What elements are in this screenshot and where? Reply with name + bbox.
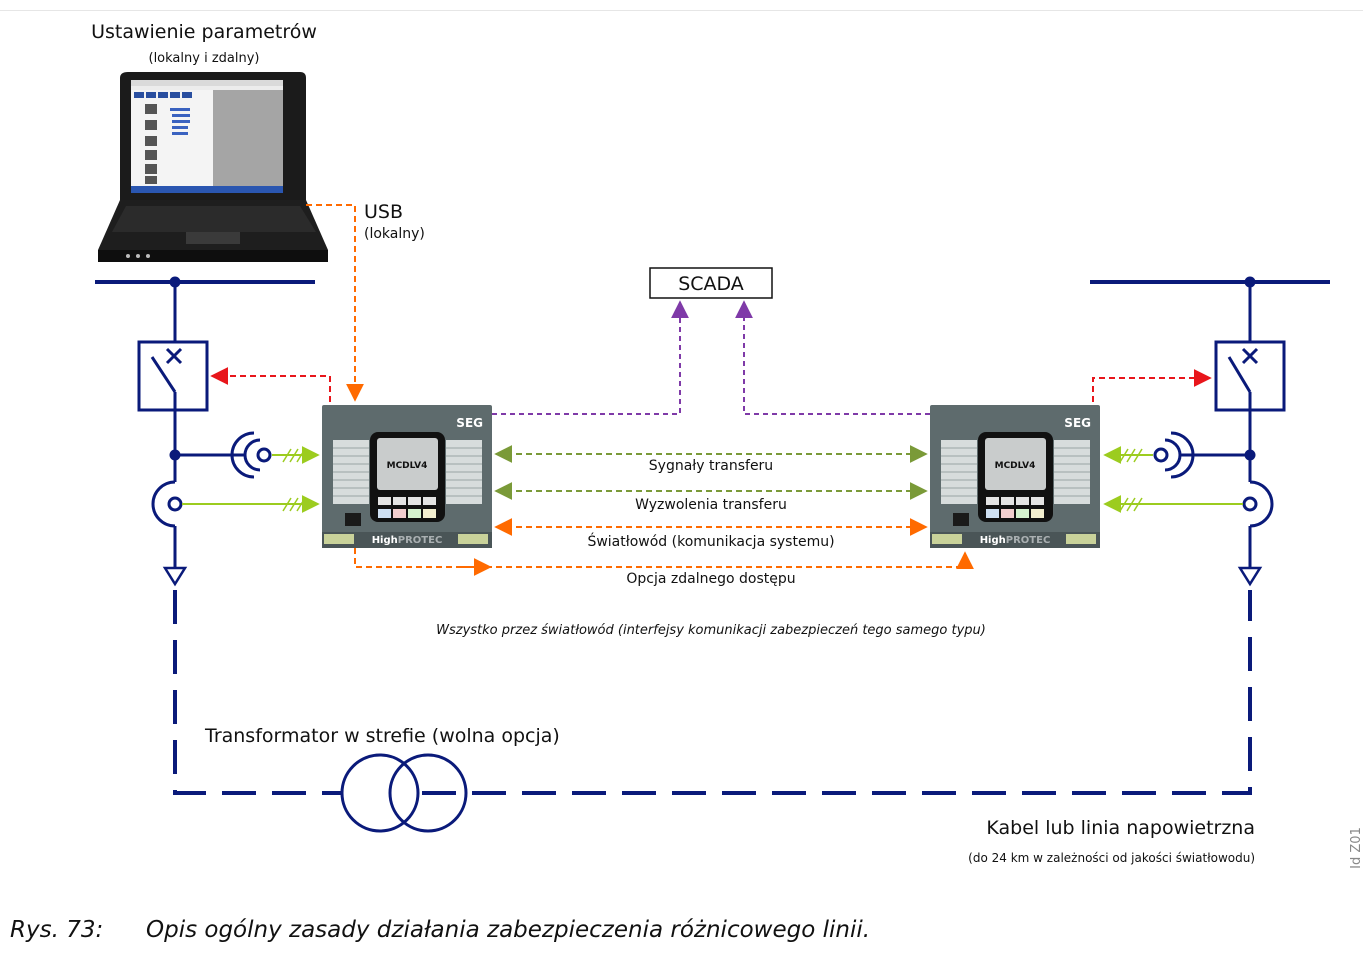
- relay-left: HighPROTEC SEG MCDLV4: [322, 405, 492, 548]
- relay-left-brand: SEG: [456, 416, 483, 430]
- laptop-title: Ustawienie parametrów: [91, 21, 317, 43]
- protected-line: [173, 590, 1252, 795]
- fiber-label: Światłowód (komunikacja systemu): [587, 532, 834, 550]
- right-trip-link: [1092, 369, 1212, 402]
- relay-right-model: MCDLV4: [995, 461, 1036, 471]
- left-current-transformer-icon: [151, 455, 183, 568]
- remote-access-link: [354, 548, 974, 570]
- cable-sublabel: (do 24 km w zależności od jakości światł…: [968, 851, 1255, 865]
- right-ground-icon: [1237, 566, 1263, 587]
- relay-left-series: HighPROTEC: [372, 535, 443, 546]
- scada-box: SCADA: [649, 267, 773, 299]
- right-breaker: [1214, 340, 1286, 412]
- relay-right: HighPROTEC SEG MCDLV4: [930, 405, 1100, 548]
- usb-sublabel: (lokalny): [364, 226, 425, 242]
- left-breaker: [137, 340, 209, 412]
- left-voltage-transformer-icon: [230, 431, 272, 479]
- relay-right-brand: SEG: [1064, 416, 1091, 430]
- transformer-icon: [340, 753, 468, 833]
- scada-link-right: [735, 300, 930, 415]
- left-trip-link: [210, 367, 331, 402]
- remote-access-label: Opcja zdalnego dostępu: [626, 571, 795, 587]
- laptop-subtitle: (lokalny i zdalny): [149, 51, 260, 66]
- relay-right-series: HighPROTEC: [980, 535, 1051, 546]
- fiber-note: Wszystko przez światłowód (interfejsy ko…: [436, 623, 986, 638]
- laptop-icon: [98, 72, 328, 262]
- scada-link-left: [492, 300, 689, 415]
- relay-left-model: MCDLV4: [387, 461, 428, 471]
- scada-label: SCADA: [678, 273, 744, 295]
- laptop: Ustawienie parametrów (lokalny i zdalny): [91, 21, 328, 262]
- left-busbar-section: [95, 276, 315, 587]
- caption-text: Opis ogólny zasady działania zabezpiecze…: [146, 917, 870, 943]
- caption-number: Rys. 73:: [10, 917, 103, 943]
- cable-label: Kabel lub linia napowietrzna: [986, 817, 1255, 839]
- right-busbar-section: [1090, 276, 1330, 587]
- figure-id: Id Z01: [1349, 827, 1363, 869]
- left-ground-icon: [162, 566, 188, 587]
- right-voltage-transformer-icon: [1153, 431, 1195, 479]
- transfer-trips-label: Wyzwolenia transferu: [635, 497, 787, 513]
- transformer-label: Transformator w strefie (wolna opcja): [204, 725, 560, 747]
- transfer-signals-label: Sygnały transferu: [649, 458, 773, 474]
- right-current-transformer-icon: [1242, 455, 1274, 568]
- top-rule: [0, 10, 1363, 11]
- usb-label: USB: [364, 201, 403, 223]
